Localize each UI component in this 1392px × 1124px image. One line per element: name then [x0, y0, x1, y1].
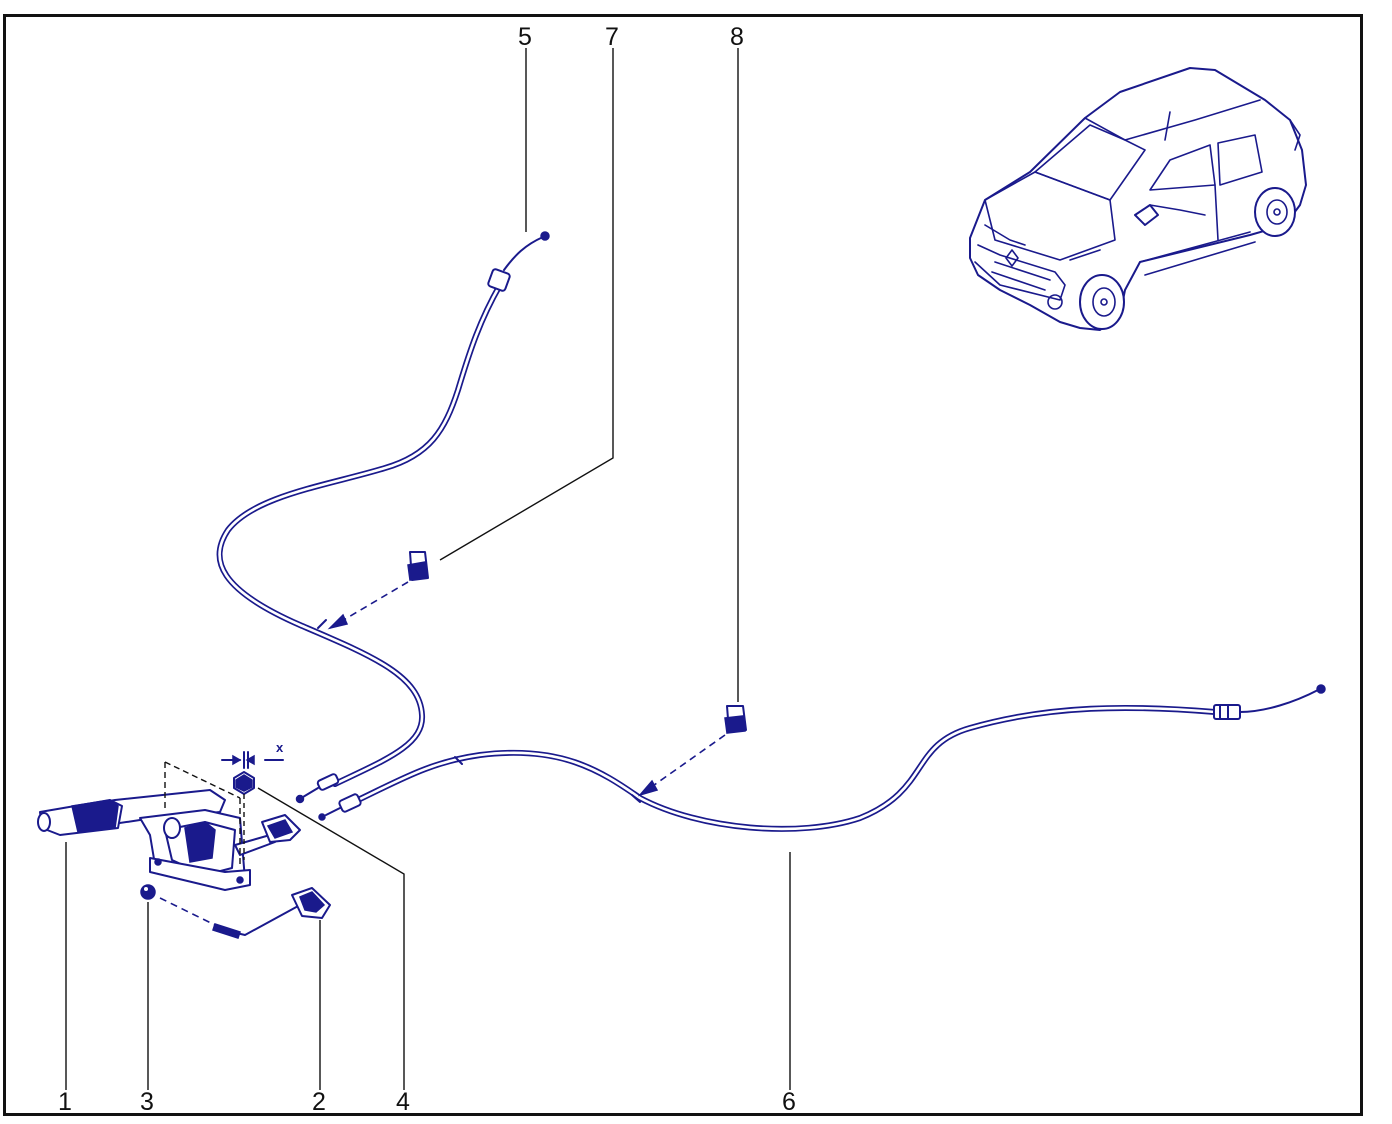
- callout-numbers: 5 7 8 1 3 2 4 6: [58, 23, 796, 1116]
- callout-3: 3: [140, 1088, 154, 1116]
- clip-8: [637, 705, 747, 797]
- leader-lines: [65, 48, 791, 1090]
- callout-6: 6: [782, 1088, 796, 1116]
- callout-5: 5: [518, 23, 532, 51]
- leader-7: [439, 48, 614, 561]
- cable-6: [318, 684, 1326, 832]
- callout-1: 1: [58, 1088, 72, 1116]
- cable-5: [216, 231, 550, 804]
- callout-8: 8: [730, 23, 744, 51]
- grommet-3: [140, 884, 216, 926]
- dimension-x-label: x: [276, 740, 284, 755]
- callout-4: 4: [396, 1088, 410, 1116]
- vehicle-locator-illustration: [969, 67, 1307, 331]
- hand-brake-lever-assembly: [37, 761, 301, 891]
- cable-2: [212, 887, 331, 939]
- clip-7: [327, 551, 429, 630]
- callout-2: 2: [312, 1088, 326, 1116]
- leader-4: [257, 787, 405, 1090]
- callout-7: 7: [605, 23, 619, 51]
- adjuster-nut-4: x: [221, 740, 284, 860]
